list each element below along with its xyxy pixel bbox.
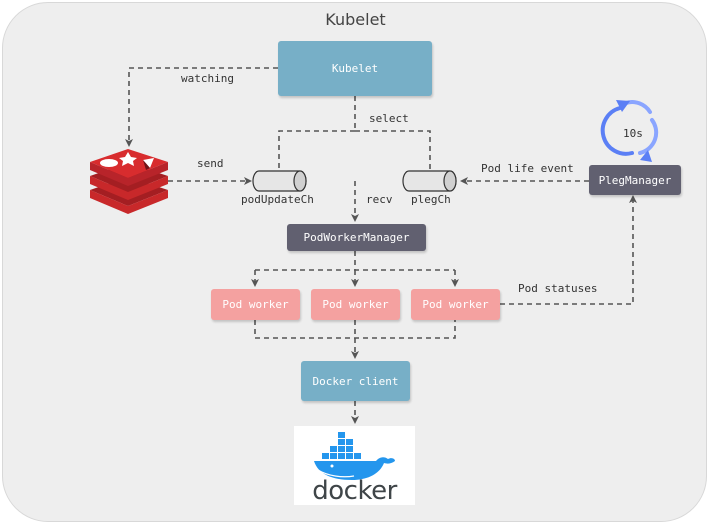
docker-logo: docker (294, 426, 415, 506)
pod-life-event-label: Pod life event (481, 162, 574, 175)
docker-logo-text: docker (312, 476, 397, 506)
recv-label: recv (366, 193, 393, 206)
docker-whale-icon (314, 432, 395, 480)
redis-icon (90, 149, 168, 214)
select-label: select (369, 112, 409, 125)
pod-worker-box: Pod worker (211, 289, 300, 320)
pod-worker-box: Pod worker (311, 289, 400, 320)
watching-label: watching (181, 72, 234, 85)
plegch-channel-icon (402, 170, 457, 192)
diagram-title: Kubelet (325, 10, 386, 29)
edge-select-left (278, 130, 355, 170)
docker-client-box: Docker client (301, 361, 410, 401)
edge-kubelet-to-redis (125, 67, 278, 147)
edge-select-right (355, 130, 431, 170)
plegch-label: plegCh (411, 193, 451, 206)
plegmanager-box: PlegManager (589, 165, 681, 195)
podworkermanager-box: PodWorkerManager (287, 224, 426, 251)
send-label: send (197, 157, 224, 170)
timer-label: 10s (623, 127, 643, 140)
kubelet-box: Kubelet (278, 41, 432, 96)
podupdatech-channel-icon (252, 170, 307, 192)
pod-statuses-label: Pod statuses (518, 282, 598, 295)
podupdatech-label: podUpdateCh (241, 193, 314, 206)
pod-worker-box: Pod worker (411, 289, 500, 320)
refresh-cycle-icon (600, 100, 659, 162)
